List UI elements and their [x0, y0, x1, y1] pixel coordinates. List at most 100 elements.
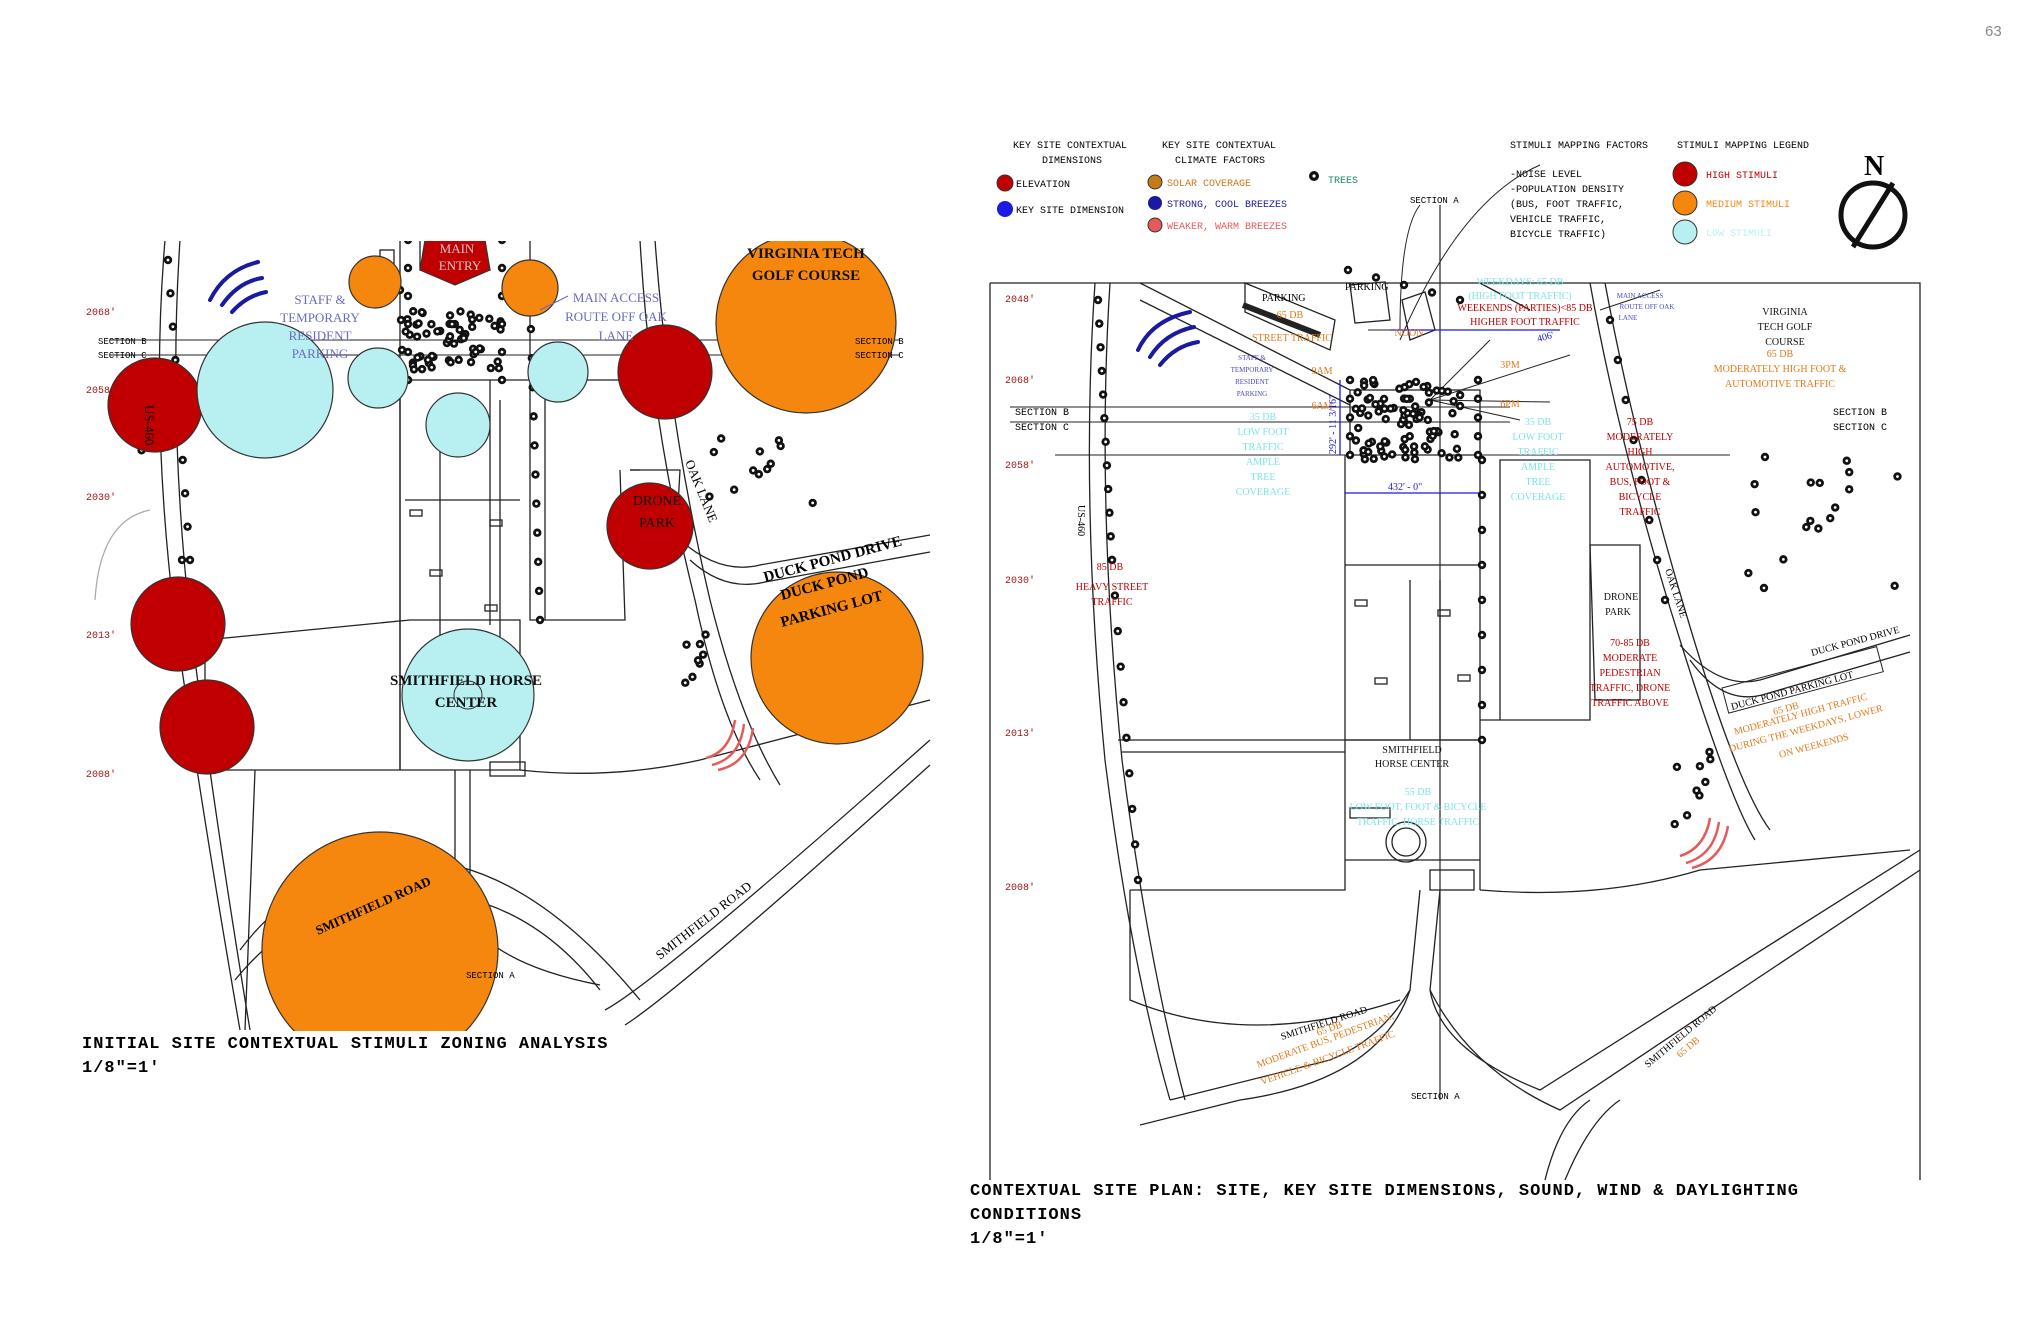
legend-factor: -NOISE LEVEL: [1510, 170, 1582, 181]
north-arrow-icon: N: [1838, 151, 1908, 250]
section-a-label: SECTION A: [1411, 1092, 1460, 1102]
tree-icon: [1452, 444, 1462, 454]
high-stimuli-zone: [159, 679, 255, 775]
tree-icon: [497, 263, 507, 273]
duck-pond-lot-frame: [1721, 645, 1884, 714]
tree-icon: [178, 455, 187, 465]
high-75-label: BUS, FOOT &: [1610, 477, 1671, 488]
tree-icon: [433, 327, 442, 336]
tree-icon: [1621, 395, 1630, 405]
tree-icon: [486, 363, 496, 373]
left-low-label: AMPLE: [1246, 457, 1280, 468]
horse-db-label: LOW FOOT, FOOT & BICYCLE: [1350, 802, 1487, 813]
legend-warm-breeze: WEAKER, WARM BREEZES: [1167, 222, 1287, 233]
tree-icon: [1437, 386, 1447, 396]
legend-stimuli-title: STIMULI MAPPING LEGEND: [1677, 141, 1809, 152]
tree-icon: [1845, 467, 1854, 477]
tree-icon: [808, 498, 817, 508]
tree-icon: [417, 364, 427, 374]
tree-icon: [1106, 532, 1115, 541]
tree-icon: [1364, 411, 1373, 420]
tree-icon: [471, 347, 480, 357]
legend-high: HIGH STIMULI: [1706, 171, 1778, 182]
tree-icon: [701, 630, 710, 639]
right-dimension-lines: [1339, 329, 1560, 494]
legend-factor: BICYCLE TRAFFIC): [1510, 229, 1606, 241]
tree-icon: [688, 672, 697, 682]
tree-icon: [466, 357, 476, 367]
warm-breeze-icon: [1679, 817, 1730, 870]
right-low-label: AMPLE: [1521, 462, 1555, 473]
tree-icon: [490, 321, 499, 331]
legend-factor: VEHICLE TRAFFIC,: [1510, 215, 1606, 226]
golf-course-label: TECH GOLF: [1758, 322, 1813, 333]
elevation-label: 2008': [86, 769, 116, 781]
tree-icon: [1100, 413, 1109, 423]
tree-icon: [1477, 700, 1487, 710]
high-75-label: AUTOMOTIVE,: [1606, 462, 1675, 473]
low-stimuli-zone: [453, 680, 483, 710]
tree-icon: [1345, 394, 1355, 403]
tree-icon: [1419, 382, 1428, 392]
us460-label: US-460: [1075, 505, 1086, 536]
tree-icon: [417, 308, 427, 317]
tree-icon: [445, 311, 455, 320]
horse-center-label: SMITHFIELD HORSE: [390, 673, 542, 689]
section-c-label: SECTION C: [1015, 423, 1069, 434]
tree-icon: [445, 332, 455, 341]
golf-course-label: GOLF COURSE: [752, 268, 860, 284]
tree-icon: [530, 441, 539, 450]
tree-icon: [1343, 265, 1353, 275]
staff-parking-label: PARKING: [292, 346, 349, 361]
horse-db-label: TRAFFIC, HORSE TRAFFIC: [1357, 817, 1480, 828]
main-access-label: ROUTE OFF OAK: [565, 309, 667, 324]
elevation-label: 2030': [1005, 575, 1035, 587]
left-plan-title: INITIAL SITE CONTEXTUAL STIMULI ZONING A…: [82, 1035, 608, 1054]
legend: KEY SITE CONTEXTUAL DIMENSIONS ELEVATION…: [996, 141, 1908, 250]
tree-icon: [535, 615, 545, 625]
right-frame: [989, 282, 1921, 1180]
tree-icon: [1116, 662, 1125, 671]
dimension-406: 406': [1536, 330, 1555, 345]
high-75-label: MODERATELY: [1607, 432, 1674, 443]
high-stimuli-swatch: [1672, 161, 1698, 187]
section-b-label: SECTION B: [98, 337, 147, 347]
golf-course-label: COURSE: [1765, 337, 1804, 348]
horse-db-label: 55 DB: [1405, 787, 1432, 798]
section-b-label: SECTION B: [855, 337, 904, 347]
tree-icon: [1682, 811, 1692, 820]
tree-icon: [1750, 479, 1759, 489]
tree-icon: [729, 485, 739, 494]
section-c-label: SECTION C: [1833, 423, 1887, 434]
right-plan-title: CONDITIONS: [970, 1206, 1082, 1225]
medium-stimuli-zone: [501, 259, 559, 317]
drone-park-label: PARK: [1605, 607, 1632, 618]
staff-parking-label: TEMPORARY: [280, 310, 360, 325]
drone-db-label: TRAFFIC, DRONE: [1590, 683, 1671, 694]
tree-icon: [1831, 503, 1840, 512]
tree-icon: [1845, 485, 1854, 494]
solar-swatch: [1147, 174, 1163, 190]
heavy-street-label: TRAFFIC: [1091, 597, 1132, 608]
weekdays-db-label: (HIGH FOOT TRAFFIC): [1468, 291, 1572, 302]
tree-icon: [1473, 394, 1483, 403]
main-access-label: LANE: [1619, 314, 1638, 322]
left-plan-scale: 1/8″=1′: [82, 1059, 160, 1078]
tree-icon: [532, 499, 541, 508]
tree-icon: [456, 307, 465, 316]
tree-icon: [1692, 786, 1701, 795]
medium-stimuli-zone: [348, 255, 402, 309]
tree-icon: [1751, 507, 1760, 517]
tree-icon: [1477, 560, 1487, 570]
tree-icon: [1369, 454, 1378, 464]
tree-icon: [1381, 414, 1390, 424]
tree-icon: [1399, 280, 1409, 290]
tree-icon: [1815, 478, 1824, 488]
tree-icon: [1364, 447, 1373, 457]
tree-icon: [681, 678, 690, 687]
main-access-label: LANE: [599, 328, 634, 343]
high-75-label: TRAFFIC: [1619, 507, 1660, 518]
staff-parking-label: STAFF &: [294, 292, 345, 307]
low-stimuli-zone: [527, 341, 589, 403]
